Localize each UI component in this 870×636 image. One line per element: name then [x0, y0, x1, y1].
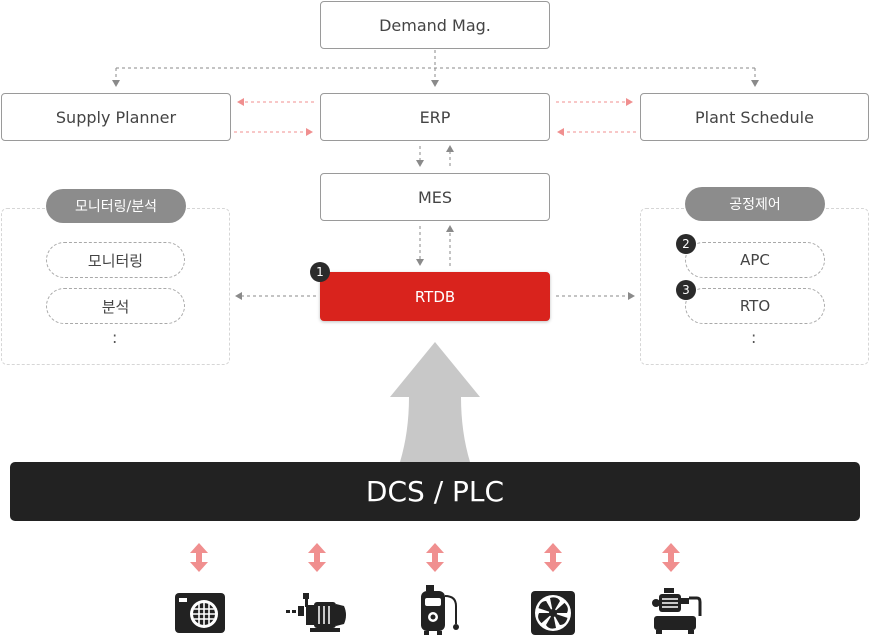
rto-number-badge: 3 [676, 280, 696, 300]
process-control-title: 공정제어 [685, 187, 825, 221]
apc-item: APC [685, 242, 825, 278]
bidirectional-arrow-icon [190, 543, 208, 572]
rto-item: RTO [685, 288, 825, 324]
monitoring-item: 모니터링 [46, 242, 185, 278]
tank-icon [421, 585, 459, 635]
fan-icon [531, 591, 575, 635]
erp-label: ERP [419, 107, 451, 127]
demand-mag-label: Demand Mag. [379, 15, 491, 35]
rtdb-box: RTDB [320, 272, 550, 321]
data-flow-up-arrow [390, 342, 480, 462]
plant-schedule-box: Plant Schedule [640, 93, 869, 141]
bidirectional-arrow-icon [544, 543, 562, 572]
dcs-plc-bar: DCS / PLC [10, 462, 860, 521]
heat-exchanger-icon [175, 593, 225, 633]
demand-mag-box: Demand Mag. [320, 1, 550, 49]
monitoring-analysis-title: 모니터링/분석 [46, 189, 186, 223]
erp-box: ERP [320, 93, 550, 141]
bidirectional-arrow-icon [662, 543, 680, 572]
left-more-ellipsis: : [112, 328, 118, 347]
plant-schedule-label: Plant Schedule [695, 107, 814, 127]
apc-number-badge: 2 [676, 234, 696, 254]
bidirectional-arrow-icon [426, 543, 444, 572]
mes-box: MES [320, 173, 550, 221]
compressor-icon [652, 588, 702, 634]
rtdb-number-badge: 1 [310, 262, 330, 282]
supply-planner-label: Supply Planner [55, 107, 177, 127]
mes-label: MES [417, 187, 453, 207]
pump-icon [286, 593, 346, 632]
bidirectional-arrow-icon [308, 543, 326, 572]
supply-planner-box: Supply Planner [1, 93, 231, 141]
dcs-plc-label: DCS / PLC [365, 475, 505, 508]
rtdb-label: RTDB [414, 287, 456, 306]
analysis-item: 분석 [46, 288, 185, 324]
right-more-ellipsis: : [751, 328, 757, 347]
